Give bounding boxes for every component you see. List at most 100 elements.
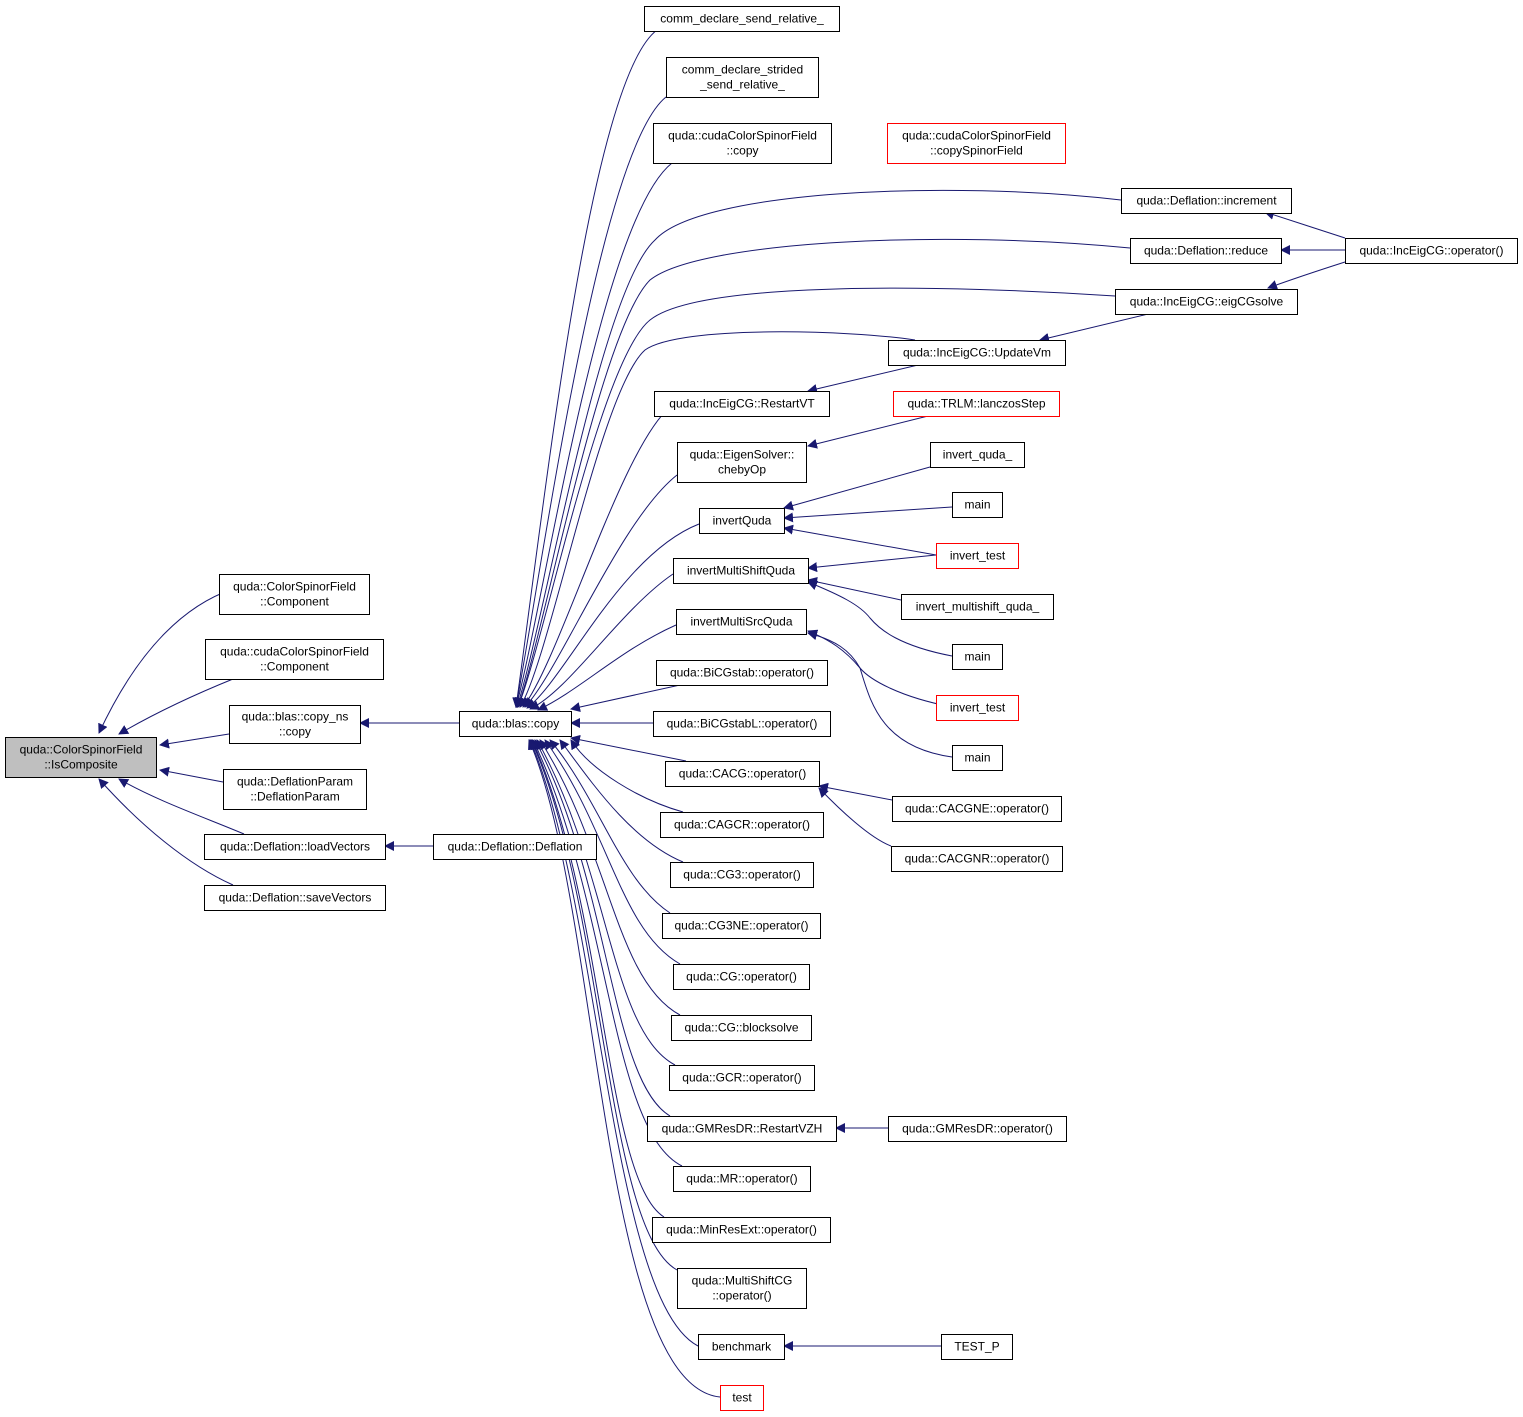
node-multishift-cg[interactable]: quda::MultiShiftCG::operator(): [677, 1268, 807, 1309]
call-edge: [783, 466, 931, 511]
node-cheby-op[interactable]: quda::EigenSolver::chebyOp: [677, 442, 807, 483]
node-box: [1121, 188, 1292, 214]
node-restart-vt[interactable]: quda::IncEigCG::RestartVT: [654, 391, 830, 417]
node-save-vectors[interactable]: quda::Deflation::saveVectors: [204, 885, 386, 911]
node-comm-strided[interactable]: comm_declare_strided_send_relative_: [666, 57, 819, 98]
node-cg[interactable]: quda::CG::operator(): [673, 964, 810, 990]
node-box: [941, 1334, 1013, 1360]
call-edge: [528, 739, 721, 1398]
node-box: [229, 705, 361, 744]
call-edge: [807, 577, 902, 601]
node-benchmark[interactable]: benchmark: [698, 1334, 785, 1360]
call-edge: [807, 629, 953, 708]
call-edge: [818, 787, 892, 847]
node-deflation-ctor[interactable]: quda::Deflation::Deflation: [433, 834, 597, 860]
node-root[interactable]: quda::ColorSpinorField::IsComposite: [5, 737, 157, 778]
node-bicgstab[interactable]: quda::BiCGstab::operator(): [656, 660, 828, 686]
node-blas-copy[interactable]: quda::blas::copy: [459, 711, 572, 737]
node-test-p[interactable]: TEST_P: [941, 1334, 1013, 1360]
node-defl-reduce[interactable]: quda::Deflation::reduce: [1130, 238, 1282, 264]
node-copy-spinor-field[interactable]: quda::cudaColorSpinorField::copySpinorFi…: [887, 123, 1066, 164]
node-label: main: [964, 650, 990, 664]
node-update-vm[interactable]: quda::IncEigCG::UpdateVm: [888, 340, 1066, 366]
node-box: [936, 543, 1019, 569]
node-label: invertMultiSrcQuda: [690, 615, 792, 629]
node-label: quda::IncEigCG::operator(): [1359, 244, 1503, 258]
node-lanczos-step[interactable]: quda::TRLM::lanczosStep: [893, 391, 1060, 417]
node-label: quda::Deflation::saveVectors: [219, 891, 372, 905]
node-label: quda::CG3NE::operator(): [674, 919, 808, 933]
node-deflation-param[interactable]: quda::DeflationParam::DeflationParam: [223, 769, 367, 810]
node-box: [720, 1385, 764, 1411]
node-main2[interactable]: main: [952, 644, 1003, 670]
node-invert-multishift-[interactable]: invert_multishift_quda_: [901, 594, 1054, 620]
node-box: [644, 6, 840, 32]
node-cg3ne[interactable]: quda::CG3NE::operator(): [662, 913, 821, 939]
node-box: [673, 558, 809, 584]
node-label: quda::BiCGstab::operator(): [670, 666, 814, 680]
call-edge: [534, 739, 671, 1117]
node-label: quda::CAGCR::operator(): [674, 818, 810, 832]
node-label: quda::Deflation::reduce: [1144, 244, 1268, 258]
node-cacgnr[interactable]: quda::CACGNR::operator(): [891, 846, 1063, 872]
node-cuda-csf-copy[interactable]: quda::cudaColorSpinorField::copy: [653, 123, 832, 164]
call-edge: [514, 189, 1122, 708]
node-label: quda::CACGNE::operator(): [905, 802, 1049, 816]
node-box: [662, 913, 821, 939]
node-gmresdr-op[interactable]: quda::GMResDR::operator(): [888, 1116, 1067, 1142]
call-edge: [807, 630, 953, 758]
node-csf-component[interactable]: quda::ColorSpinorField::Component: [219, 574, 370, 615]
node-label: quda::EigenSolver::: [690, 448, 795, 462]
node-box: [660, 812, 824, 838]
node-invert-multishift[interactable]: invertMultiShiftQuda: [673, 558, 809, 584]
node-box: [1345, 238, 1518, 264]
node-label: quda::TRLM::lanczosStep: [907, 397, 1045, 411]
node-label: quda::CG::blocksolve: [684, 1021, 798, 1035]
call-edge: [513, 162, 673, 708]
node-cacgne[interactable]: quda::CACGNE::operator(): [892, 796, 1062, 822]
call-edge: [159, 733, 230, 749]
node-gcr[interactable]: quda::GCR::operator(): [669, 1065, 815, 1091]
call-edge: [530, 739, 678, 1271]
node-minresext[interactable]: quda::MinResExt::operator(): [652, 1217, 831, 1243]
node-cuda-csf-component[interactable]: quda::cudaColorSpinorField::Component: [205, 639, 384, 680]
call-edge: [118, 778, 245, 835]
node-box: [5, 737, 157, 778]
node-box: [652, 1217, 831, 1243]
node-mr[interactable]: quda::MR::operator(): [673, 1166, 811, 1192]
node-load-vectors[interactable]: quda::Deflation::loadVectors: [204, 834, 386, 860]
node-main1[interactable]: main: [952, 492, 1003, 518]
node-label: quda::IncEigCG::UpdateVm: [903, 346, 1051, 360]
node-box: [891, 846, 1063, 872]
node-box: [887, 123, 1066, 164]
call-edge: [529, 573, 674, 710]
node-cg-blocksolve[interactable]: quda::CG::blocksolve: [671, 1015, 812, 1041]
node-invert-test2[interactable]: invert_test: [936, 695, 1019, 721]
node-cacg[interactable]: quda::CACG::operator(): [665, 761, 820, 787]
node-invert-multisrc[interactable]: invertMultiSrcQuda: [676, 609, 807, 635]
node-gmresdr-restart[interactable]: quda::GMResDR::RestartVZH: [647, 1116, 837, 1142]
node-invert-quda-[interactable]: invert_quda_: [930, 442, 1025, 468]
call-edge: [570, 734, 687, 762]
call-edge: [807, 554, 937, 573]
node-invert-test1[interactable]: invert_test: [936, 543, 1019, 569]
node-cagcr[interactable]: quda::CAGCR::operator(): [660, 812, 824, 838]
node-test[interactable]: test: [720, 1385, 764, 1411]
node-label: quda::MinResExt::operator(): [666, 1223, 817, 1237]
call-edge: [807, 364, 919, 394]
node-comm-send-rel[interactable]: comm_declare_send_relative_: [644, 6, 840, 32]
node-cg3[interactable]: quda::CG3::operator(): [670, 862, 814, 888]
node-label: benchmark: [712, 1340, 772, 1354]
node-label: quda::GMResDR::RestartVZH: [662, 1122, 823, 1136]
node-inceig-operator[interactable]: quda::IncEigCG::operator(): [1345, 238, 1518, 264]
node-bicgstabl[interactable]: quda::BiCGstabL::operator(): [653, 711, 831, 737]
node-invert-quda[interactable]: invertQuda: [699, 508, 785, 534]
node-label: invertQuda: [713, 514, 772, 528]
node-label: chebyOp: [718, 463, 766, 477]
node-main3[interactable]: main: [952, 745, 1003, 771]
node-box: [654, 391, 830, 417]
node-eigcgsolve[interactable]: quda::IncEigCG::eigCGsolve: [1115, 289, 1298, 315]
node-box: [888, 1116, 1067, 1142]
node-copy-ns[interactable]: quda::blas::copy_ns::copy: [229, 705, 361, 744]
node-defl-increment[interactable]: quda::Deflation::increment: [1121, 188, 1292, 214]
